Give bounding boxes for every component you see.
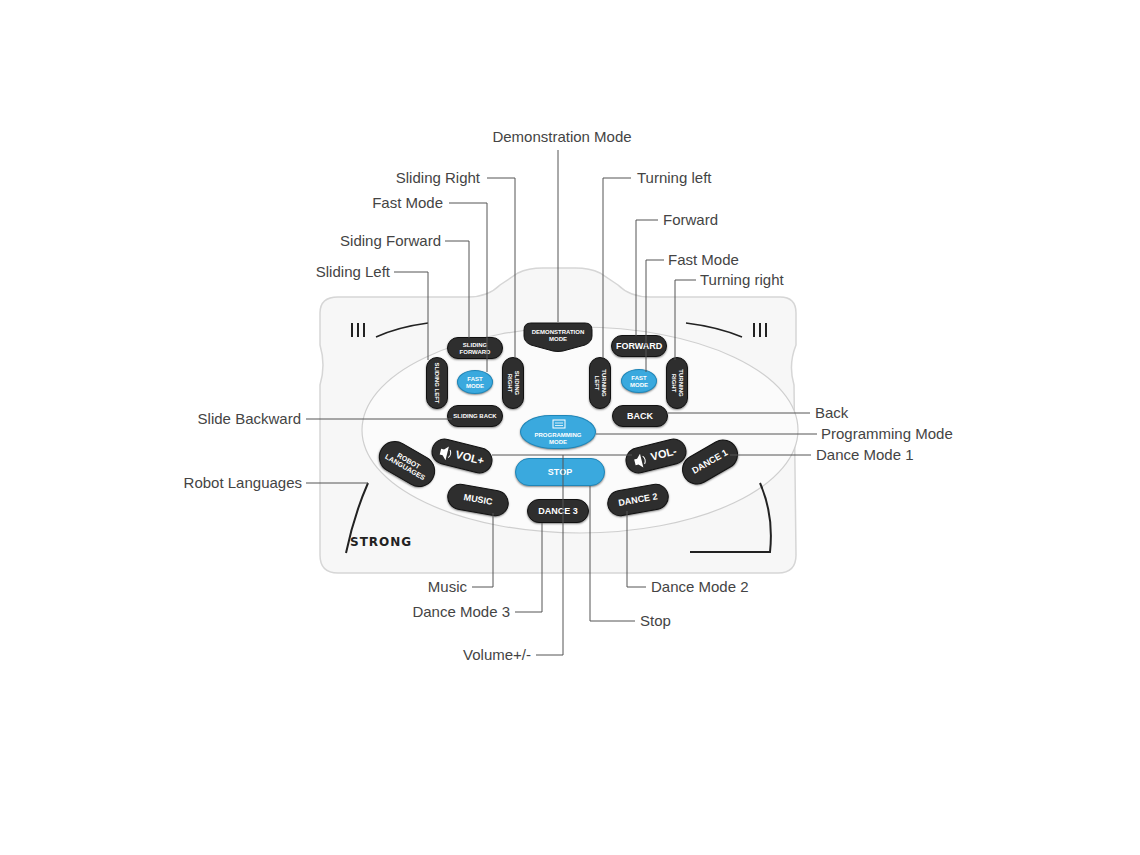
remote-button: PROGRAMMING MODE — [520, 415, 596, 449]
button-text: TURNING RIGHT — [671, 362, 684, 404]
leader-line — [306, 483, 368, 484]
leader-line — [590, 486, 635, 621]
leader-line — [515, 523, 542, 612]
remote-button: FAST MODE — [457, 370, 493, 394]
button-text: SLIDING LEFT — [434, 362, 441, 404]
callout-label: Sliding Right — [396, 169, 480, 187]
callout-label: Dance Mode 1 — [816, 446, 914, 464]
leader-line — [487, 178, 515, 358]
leader-line — [536, 455, 563, 655]
program-icon — [552, 419, 566, 429]
leader-line — [646, 260, 664, 372]
button-text: STOP — [520, 468, 600, 477]
button-text: FAST MODE — [625, 375, 653, 388]
callout-label: Turning right — [700, 271, 784, 289]
button-text: MUSIC — [452, 491, 505, 509]
callout-label: Dance Mode 3 — [412, 603, 510, 621]
callout-label: Music — [428, 578, 467, 596]
button-text: SLIDING RIGHT — [507, 362, 520, 404]
leader-line — [445, 241, 469, 338]
callout-label: Demonstration Mode — [492, 128, 631, 146]
callout-label: Back — [815, 404, 848, 422]
leader-line — [472, 513, 493, 587]
leader-line — [449, 203, 487, 372]
callout-label: Programming Mode — [821, 425, 953, 443]
remote-button: STOP — [515, 458, 605, 486]
callout-label: Turning left — [637, 169, 711, 187]
callout-label: Volume+/- — [463, 646, 531, 664]
callout-label: Fast Mode — [372, 194, 443, 212]
remote-button: SLIDING LEFT — [426, 357, 448, 409]
remote-button: TURNING RIGHT — [666, 357, 688, 409]
leader-line — [603, 178, 631, 358]
button-text: BACK — [617, 412, 663, 421]
button-text: SLIDING BACK — [452, 413, 498, 420]
remote-button: TURNING LEFT — [589, 357, 611, 409]
leader-line — [668, 413, 810, 414]
button-text: DANCE 3 — [532, 507, 584, 516]
callout-label: Fast Mode — [668, 251, 739, 269]
remote-button: SLIDING RIGHT — [502, 357, 524, 409]
button-text: FAST MODE — [461, 376, 489, 389]
leader-line — [394, 272, 428, 360]
remote-button: BACK — [612, 405, 668, 427]
remote-button: DEMONSTRATION MODE — [523, 322, 593, 352]
callout-label: Slide Backward — [198, 410, 301, 428]
button-text: DANCE 2 — [612, 491, 665, 509]
remote-button: FORWARD — [611, 335, 667, 357]
remote-button: FAST MODE — [621, 369, 657, 393]
leader-line — [627, 511, 646, 587]
button-text: VOL- — [645, 444, 683, 463]
brand-name: STRONG — [350, 535, 412, 549]
button-text: FORWARD — [616, 342, 662, 351]
callout-label: Stop — [640, 612, 671, 630]
button-text: VOL+ — [451, 448, 489, 467]
callout-label: Sliding Left — [316, 263, 390, 281]
remote-button: SLIDING FORWARD — [447, 337, 503, 359]
leader-line — [675, 280, 696, 360]
callout-label: Dance Mode 2 — [651, 578, 749, 596]
remote-button: DANCE 3 — [527, 499, 589, 523]
callout-label: Siding Forward — [340, 232, 441, 250]
button-text: PROGRAMMING MODE — [525, 432, 591, 445]
remote-button: SLIDING BACK — [447, 405, 503, 427]
callout-label: Forward — [663, 211, 718, 229]
leader-line — [492, 455, 632, 456]
leader-line — [558, 150, 559, 322]
leader-line — [636, 220, 658, 336]
button-text: DEMONSTRATION MODE — [531, 329, 585, 342]
leader-line — [306, 419, 452, 420]
button-text: SLIDING FORWARD — [452, 342, 498, 355]
remote-body: STRONG SLIDING FORWARD SLIDING LEFT FAST MO… — [318, 265, 800, 577]
callout-label: Robot Languages — [184, 474, 302, 492]
button-text: TURNING LEFT — [594, 362, 607, 404]
leader-line — [596, 434, 817, 435]
leader-line — [730, 455, 811, 456]
